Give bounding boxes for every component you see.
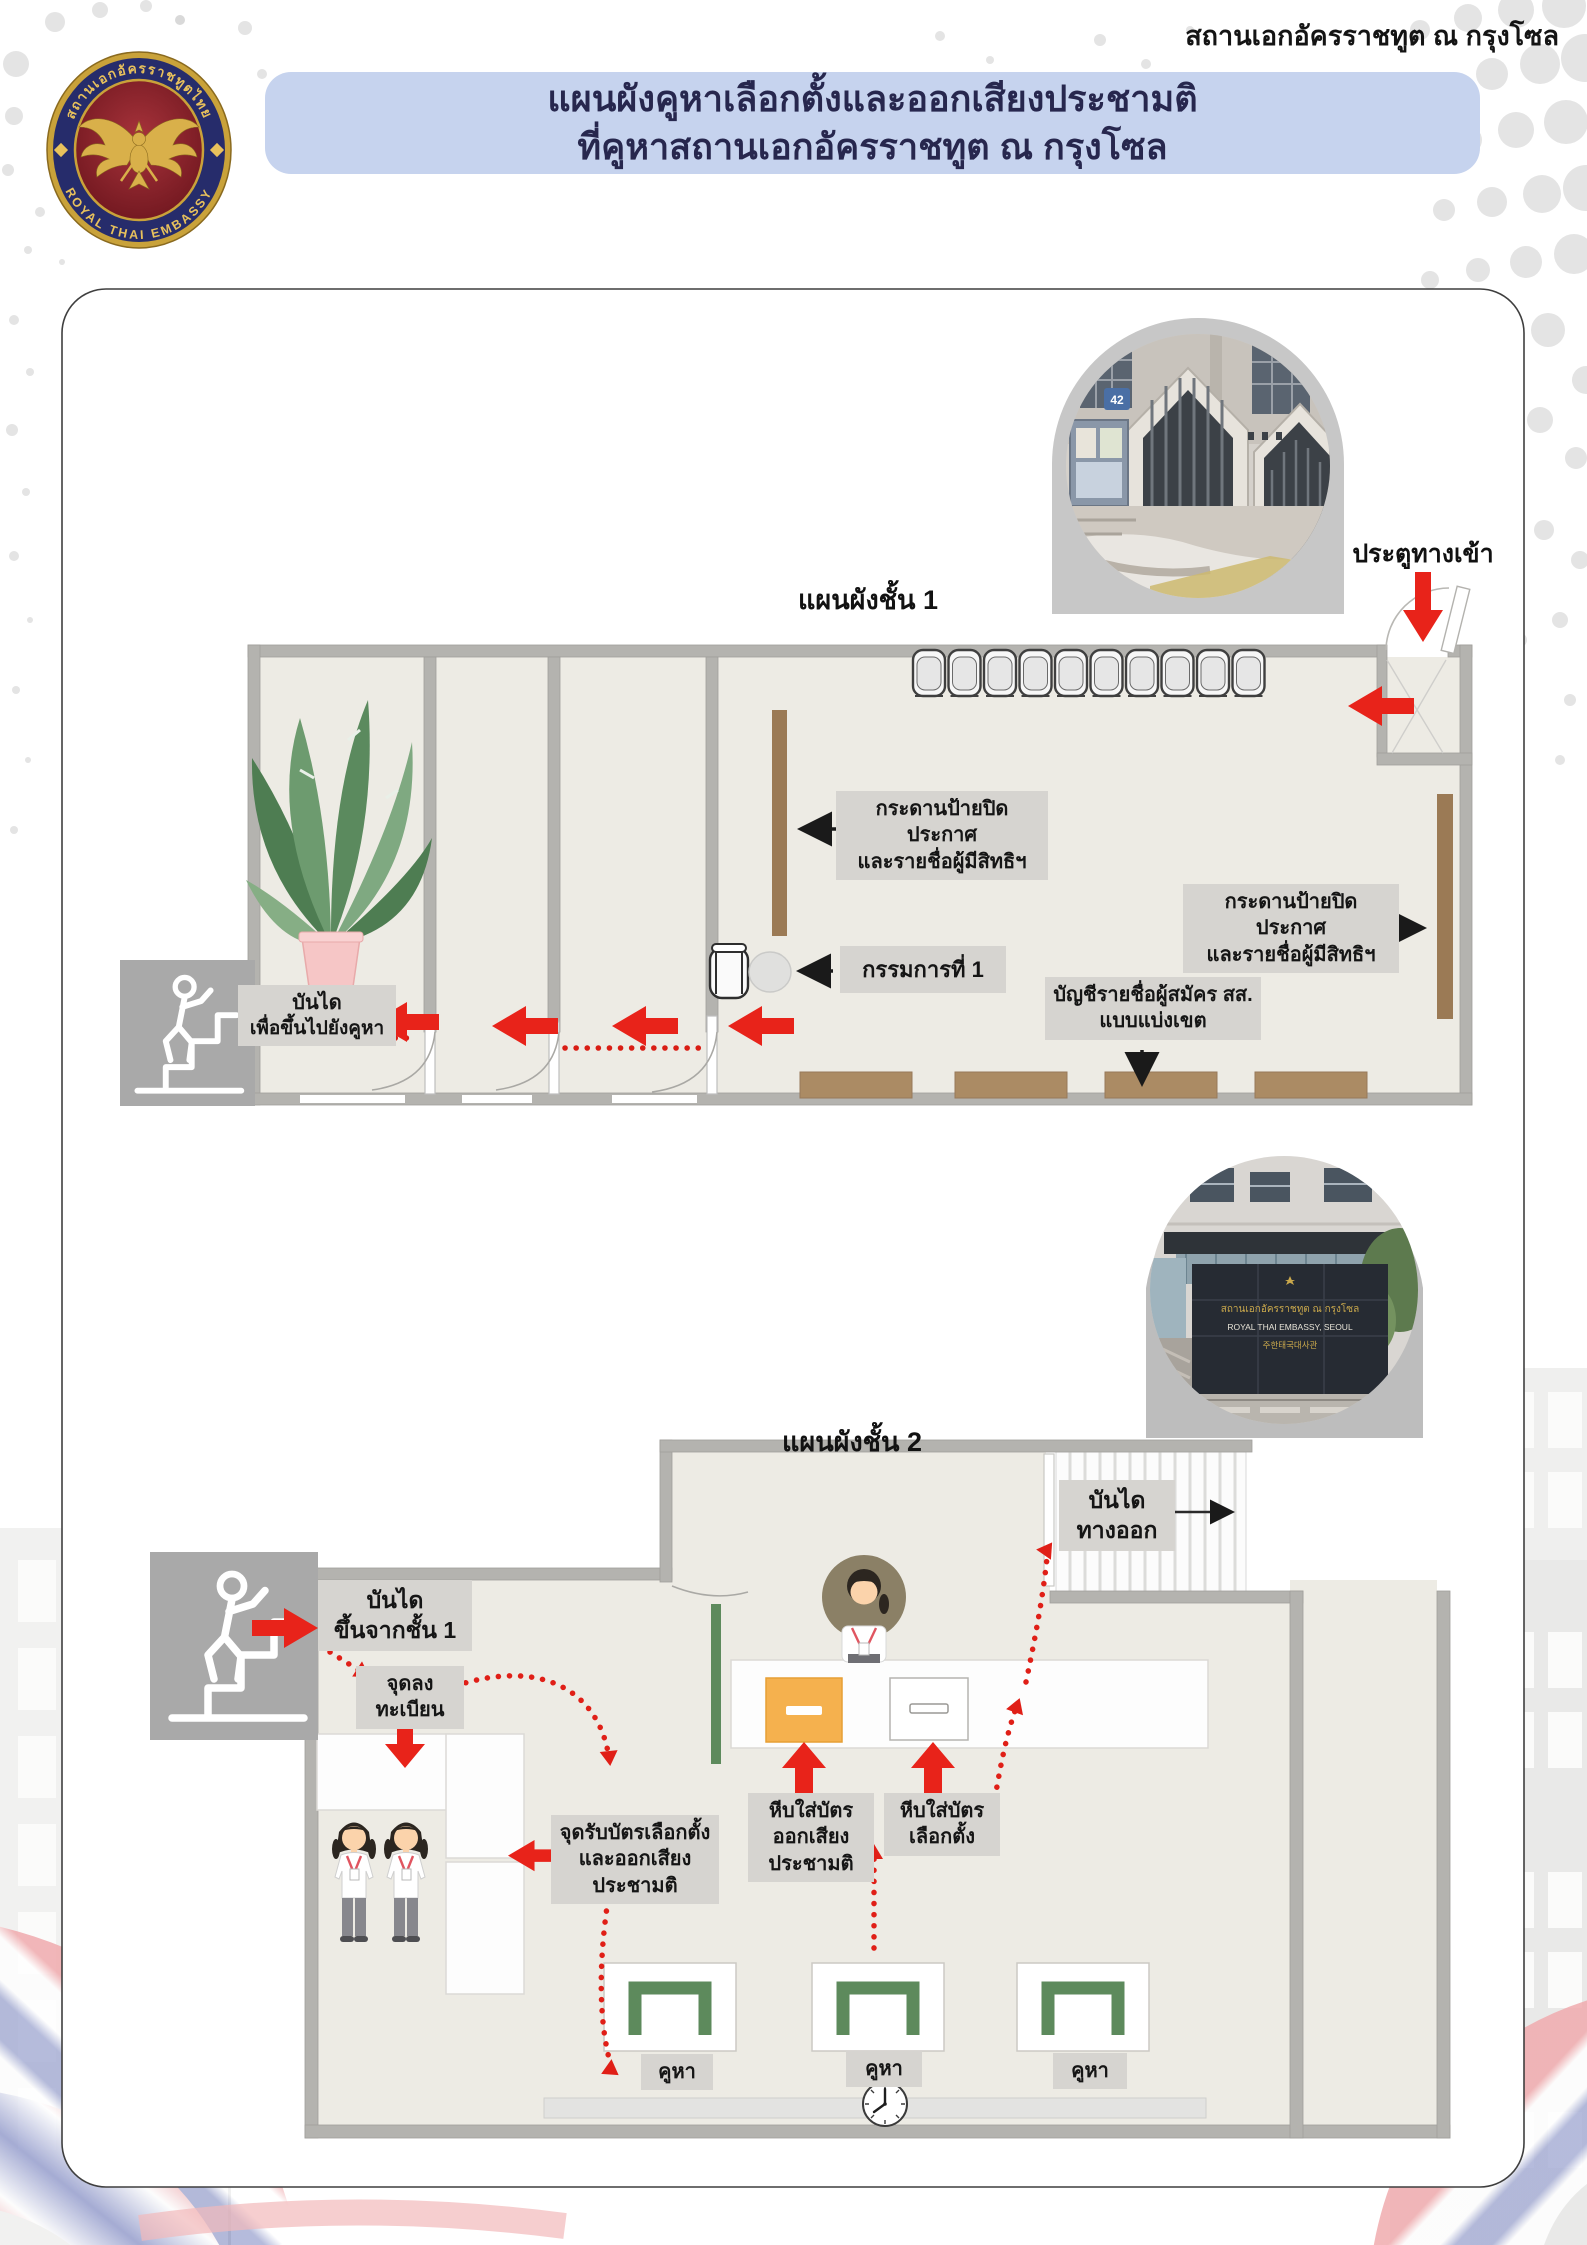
page-title: แผนผังคูหาเลือกตั้งและออกเสียงประชามติ ท… [265, 72, 1480, 174]
embassy-name-header: สถานเอกอัครราชทูต ณ กรุงโซล [1185, 21, 1559, 51]
booth-label: คูหา [1053, 2053, 1127, 2090]
table-row [799, 1071, 1368, 1099]
floor1-stairs-label: บันได เพื่อขึ้นไปยังคูหา [238, 985, 396, 1047]
page-title-line2: ที่คูหาสถานเอกอัครราชทูต ณ กรุงโซล [577, 126, 1168, 167]
committee-label: กรรมการที่ 1 [840, 946, 1006, 994]
registration-tables [316, 1733, 525, 1995]
board-right-label: กระดานป้ายปิดประกาศ และรายชื่อผู้มีสิทธิ… [1183, 884, 1399, 974]
floor2-plan [150, 1439, 1451, 2139]
garuda-icon [78, 118, 200, 190]
plant-icon [246, 700, 432, 995]
entrance-label: ประตูทางเข้า [1352, 540, 1494, 568]
embassy-sign-thai: สถานเอกอัครราชทูต ณ กรุงโซล [1221, 1302, 1359, 1315]
committee-avatar [822, 1555, 906, 1663]
voting-booth [604, 1963, 736, 2051]
candidate-list-label: บัญชีรายชื่อผู้สมัคร สส. แบบแบ่งเขต [1045, 977, 1261, 1040]
booth-label: คูหา [641, 2054, 713, 2091]
floor1-title: แผนผังชั้น 1 [798, 585, 938, 615]
stairs-box-floor2 [150, 1552, 318, 1740]
embassy-photo: สถานเอกอัครราชทูต ณ กรุงโซล ROYAL THAI E… [1146, 1156, 1423, 1438]
stairs-up-label: บันได ขึ้นจากชั้น 1 [318, 1580, 472, 1651]
stairs-box-floor1 [120, 960, 255, 1106]
entrance-photo: 42 [1052, 318, 1344, 614]
screen-green-bar [711, 1604, 721, 1764]
ribbon-under-card [138, 2199, 567, 2241]
embassy-sign-en: ROYAL THAI EMBASSY, SEOUL [1227, 1322, 1353, 1332]
floor2-title: แผนผังชั้น 2 [782, 1427, 922, 1457]
page-title-line1: แผนผังคูหาเลือกตั้งและออกเสียงประชามติ [547, 78, 1198, 119]
election-ballot-box [889, 1677, 969, 1741]
bulletin-board-left [772, 710, 787, 936]
election-box-label: หีบใส่บัตร เลือกตั้ง [884, 1793, 1000, 1856]
gate-number-sign: 42 [1110, 393, 1124, 407]
voting-booth [1017, 1963, 1149, 2051]
flow-dotted-paths [327, 1537, 1060, 2083]
embassy-logo: สถานเอกอัครราชทูตไทย ROYAL THAI EMBASSY [46, 51, 232, 249]
voting-booth [812, 1963, 944, 2051]
exit-stairs-label: บันได ทางออก [1059, 1480, 1175, 1551]
committee-chair-icon [708, 943, 792, 1000]
embassy-sign-kr: 주한태국대사관 [1263, 1340, 1318, 1350]
referendum-ballot-box [765, 1677, 843, 1743]
clock-icon [862, 2081, 908, 2127]
bulletin-board-right [1437, 794, 1453, 1019]
booth-label: คูหา [846, 2051, 922, 2088]
ballot-receive-label: จุดรับบัตรเลือกตั้ง และออกเสียง ประชามติ [551, 1815, 719, 1905]
entrance-door [1385, 585, 1471, 754]
referendum-box-label: หีบใส่บัตร ออกเสียง ประชามติ [748, 1793, 874, 1883]
registration-label: จุดลง ทะเบียน [356, 1666, 464, 1729]
board-left-label: กระดานป้ายปิดประกาศ และรายชื่อผู้มีสิทธิ… [836, 791, 1048, 881]
door-swing-arcs [371, 1031, 718, 1093]
